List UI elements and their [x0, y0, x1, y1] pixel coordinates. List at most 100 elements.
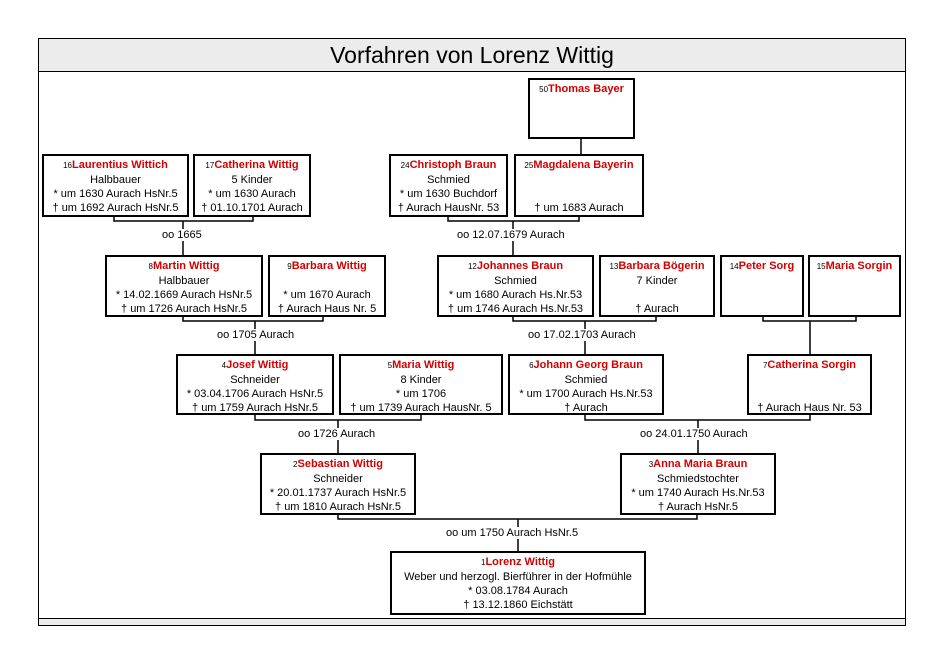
person-name: Sebastian Wittig: [297, 458, 383, 470]
person-name: Johannes Braun: [476, 260, 564, 272]
person-box-50[interactable]: 50Thomas Bayer: [528, 78, 635, 139]
person-name: Maria Wittig: [392, 359, 455, 371]
person-line: [516, 173, 642, 187]
person-occupation: Halbbauer: [158, 275, 210, 287]
person-occupation: Schmied: [564, 374, 608, 386]
person-death: † Aurach Haus Nr. 53: [757, 402, 862, 414]
marriage-label-12-13: oo 17.02.1703 Aurach: [526, 329, 638, 341]
person-number: 50: [539, 85, 549, 94]
person-name: Josef Wittig: [226, 359, 289, 371]
person-death: † um 1692 Aurach HsNr.5: [52, 202, 179, 214]
person-birth: * um 1670 Aurach: [283, 289, 371, 301]
person-occupation: Schmied: [427, 174, 470, 186]
person-number: 3: [648, 460, 654, 469]
person-number: 5: [387, 361, 393, 370]
person-box-5[interactable]: 5Maria Wittig 8 Kinder * um 1706 † um 17…: [339, 354, 503, 415]
person-death: † um 1726 Aurach HsNr.5: [121, 303, 247, 315]
person-name: Catherina Sorgin: [767, 359, 857, 371]
marriage-label-8-9: oo 1705 Aurach: [215, 329, 297, 341]
person-number: 25: [524, 161, 534, 170]
marriage-label-6-7: oo 24.01.1750 Aurach: [638, 428, 750, 440]
person-box-14[interactable]: 14Peter Sorg: [720, 255, 804, 317]
person-occupation: Schmiedstochter: [657, 473, 739, 485]
person-line: [601, 288, 713, 302]
person-death: † Aurach: [635, 303, 679, 315]
person-death: † um 1739 Aurach HausNr. 5: [350, 402, 492, 414]
person-death: † um 1810 Aurach HsNr.5: [275, 501, 401, 513]
person-birth: * 03.04.1706 Aurach HsNr.5: [186, 388, 324, 400]
person-number: 1: [480, 558, 486, 567]
person-box-6[interactable]: 6Johann Georg Braun Schmied * um 1700 Au…: [508, 354, 664, 415]
person-birth: * 14.02.1669 Aurach HsNr.5: [115, 289, 253, 301]
person-name: Peter Sorg: [738, 260, 795, 272]
person-box-17[interactable]: 17Catherina Wittig 5 Kinder * um 1630 Au…: [193, 154, 311, 217]
person-number: 9: [287, 262, 292, 271]
person-death: † um 1759 Aurach HsNr.5: [192, 402, 318, 414]
person-number: 14: [729, 262, 739, 271]
marriage-label-24-25: oo 12.07.1679 Aurach: [455, 229, 567, 241]
person-number: 12: [467, 262, 477, 271]
marriage-label-4-5: oo 1726 Aurach: [296, 428, 378, 440]
person-occupation: Weber und herzogl. Bierführer in der Hof…: [404, 571, 632, 583]
person-death: † Aurach HsNr.5: [657, 501, 739, 513]
person-box-12[interactable]: 12Johannes Braun Schmied * um 1680 Aurac…: [437, 255, 594, 317]
person-box-7[interactable]: 7Catherina Sorgin † Aurach Haus Nr. 53: [747, 354, 872, 415]
person-box-24[interactable]: 24Christoph Braun Schmied * um 1630 Buch…: [389, 154, 508, 217]
person-name: Maria Sorgin: [825, 260, 893, 272]
person-box-15[interactable]: 15Maria Sorgin: [808, 255, 901, 317]
person-box-4[interactable]: 4Josef Wittig Schneider * 03.04.1706 Aur…: [176, 354, 334, 415]
person-box-9[interactable]: 9Barbara Wittig * um 1670 Aurach † Aurac…: [268, 255, 386, 317]
person-box-1[interactable]: 1Lorenz Wittig Weber und herzogl. Bierfü…: [390, 551, 646, 615]
person-box-16[interactable]: 16Laurentius Wittich Halbbauer * um 1630…: [42, 154, 189, 217]
person-death: † Aurach: [564, 402, 608, 414]
person-birth: * um 1630 Aurach: [208, 188, 296, 200]
page-title: Vorfahren von Lorenz Wittig: [38, 38, 906, 72]
person-occupation: Schmied: [494, 275, 537, 287]
person-birth: * um 1680 Aurach Hs.Nr.53: [448, 289, 583, 301]
person-death: † um 1746 Aurach Hs.Nr.53: [447, 303, 584, 315]
marriage-label-2-3: oo um 1750 Aurach HsNr.5: [444, 527, 581, 539]
person-name: Martin Wittig: [152, 260, 220, 272]
person-box-3[interactable]: 3Anna Maria Braun Schmiedstochter * um 1…: [620, 453, 776, 515]
person-name: Barbara Wittig: [291, 260, 367, 272]
person-line: [270, 274, 384, 288]
person-line: [516, 187, 642, 201]
person-number: 6: [529, 361, 534, 370]
person-children: 5 Kinder: [231, 174, 273, 186]
person-number: 2: [293, 460, 298, 469]
person-box-2[interactable]: 2Sebastian Wittig Schneider * 20.01.1737…: [260, 453, 416, 515]
person-box-13[interactable]: 13Barbara Bögerin 7 Kinder † Aurach: [599, 255, 715, 317]
person-death: † Aurach HausNr. 53: [397, 202, 500, 214]
person-number: 17: [205, 161, 215, 170]
person-name: Laurentius Wittich: [72, 159, 168, 171]
person-line: [749, 387, 870, 401]
person-name: Lorenz Wittig: [485, 556, 555, 568]
person-name: Magdalena Bayerin: [533, 159, 634, 171]
person-line: [749, 373, 870, 387]
person-name: Christoph Braun: [409, 159, 497, 171]
person-number: 24: [400, 161, 410, 170]
person-children: 8 Kinder: [400, 374, 442, 386]
marriage-label-16-17: oo 1665: [160, 229, 204, 241]
person-birth: * um 1630 Buchdorf: [399, 188, 498, 200]
person-occupation: Schneider: [313, 473, 363, 485]
person-birth: * um 1740 Aurach Hs.Nr.53: [631, 487, 765, 499]
person-birth: * 20.01.1737 Aurach HsNr.5: [269, 487, 407, 499]
person-box-8[interactable]: 8Martin Wittig Halbbauer * 14.02.1669 Au…: [105, 255, 263, 317]
person-birth: * um 1700 Aurach Hs.Nr.53: [519, 388, 653, 400]
person-box-25[interactable]: 25Magdalena Bayerin † um 1683 Aurach: [514, 154, 644, 217]
person-name: Thomas Bayer: [548, 83, 624, 95]
person-occupation: Schneider: [230, 374, 280, 386]
person-name: Johann Georg Braun: [533, 359, 643, 371]
person-name: Catherina Wittig: [214, 159, 299, 171]
person-number: 7: [762, 361, 768, 370]
person-number: 13: [609, 262, 619, 271]
person-occupation: Halbbauer: [90, 174, 141, 186]
person-number: 15: [816, 262, 826, 271]
person-death: † 13.12.1860 Eichstätt: [463, 599, 573, 611]
person-birth: * 03.08.1784 Aurach: [468, 585, 568, 597]
person-children: 7 Kinder: [636, 275, 678, 287]
person-name: Anna Maria Braun: [653, 458, 748, 470]
footer-bar: [38, 618, 906, 626]
